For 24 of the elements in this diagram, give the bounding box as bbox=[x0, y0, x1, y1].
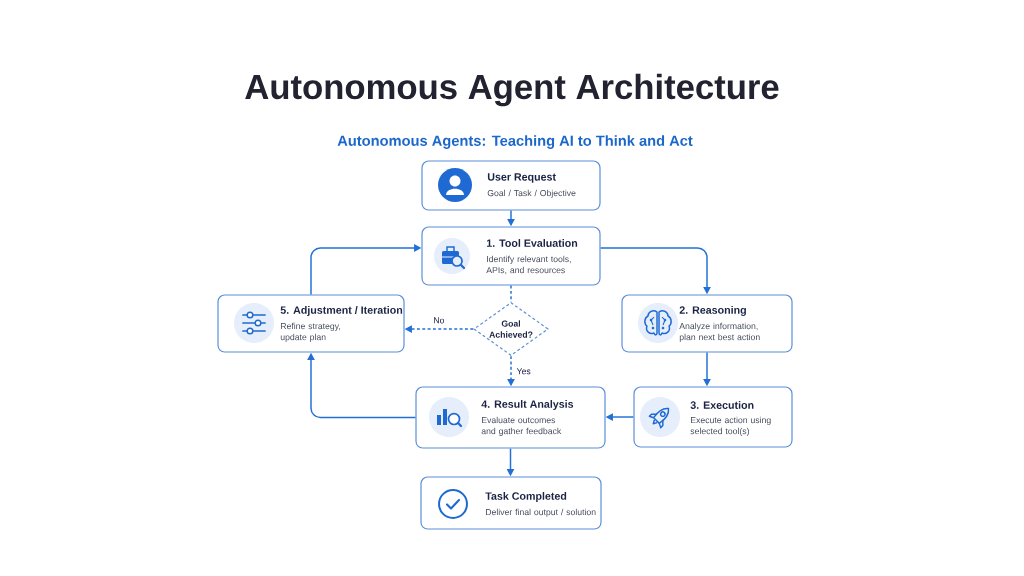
process-box bbox=[421, 226, 601, 286]
box-title: 4. Result Analysis bbox=[481, 400, 574, 410]
box-title: 2. Reasoning bbox=[679, 306, 746, 316]
process-box bbox=[621, 294, 793, 353]
box-text: Identify relevant tools, APIs, and resources bbox=[486, 255, 571, 275]
box-title: Task Completed bbox=[485, 492, 567, 502]
process-box bbox=[415, 386, 606, 449]
process-box bbox=[633, 386, 793, 448]
box-text: Execute action using selected tool(s) bbox=[690, 416, 771, 436]
box-text: Analyze information, plan next best action bbox=[679, 322, 760, 342]
process-box bbox=[217, 294, 405, 353]
box-text: Deliver final output / solution bbox=[486, 508, 596, 517]
title: Autonomous Agent Architecture bbox=[245, 73, 779, 107]
box-text: Goal / Task / Objective bbox=[487, 189, 576, 198]
edge-label: Yes bbox=[515, 366, 533, 376]
box-title: 3. Execution bbox=[690, 401, 754, 409]
process-box bbox=[420, 476, 602, 530]
box-text: Refine strategy, update plan bbox=[280, 322, 341, 342]
box-title: 5. Adjustment / Iteration bbox=[280, 306, 403, 316]
process-box bbox=[421, 160, 601, 211]
box-title: User Request bbox=[487, 173, 556, 183]
box-title: 1. Tool Evaluation bbox=[486, 239, 578, 247]
box-text: Evaluate outcomes and gather feedback bbox=[481, 416, 562, 436]
edge-label: No bbox=[432, 316, 446, 325]
